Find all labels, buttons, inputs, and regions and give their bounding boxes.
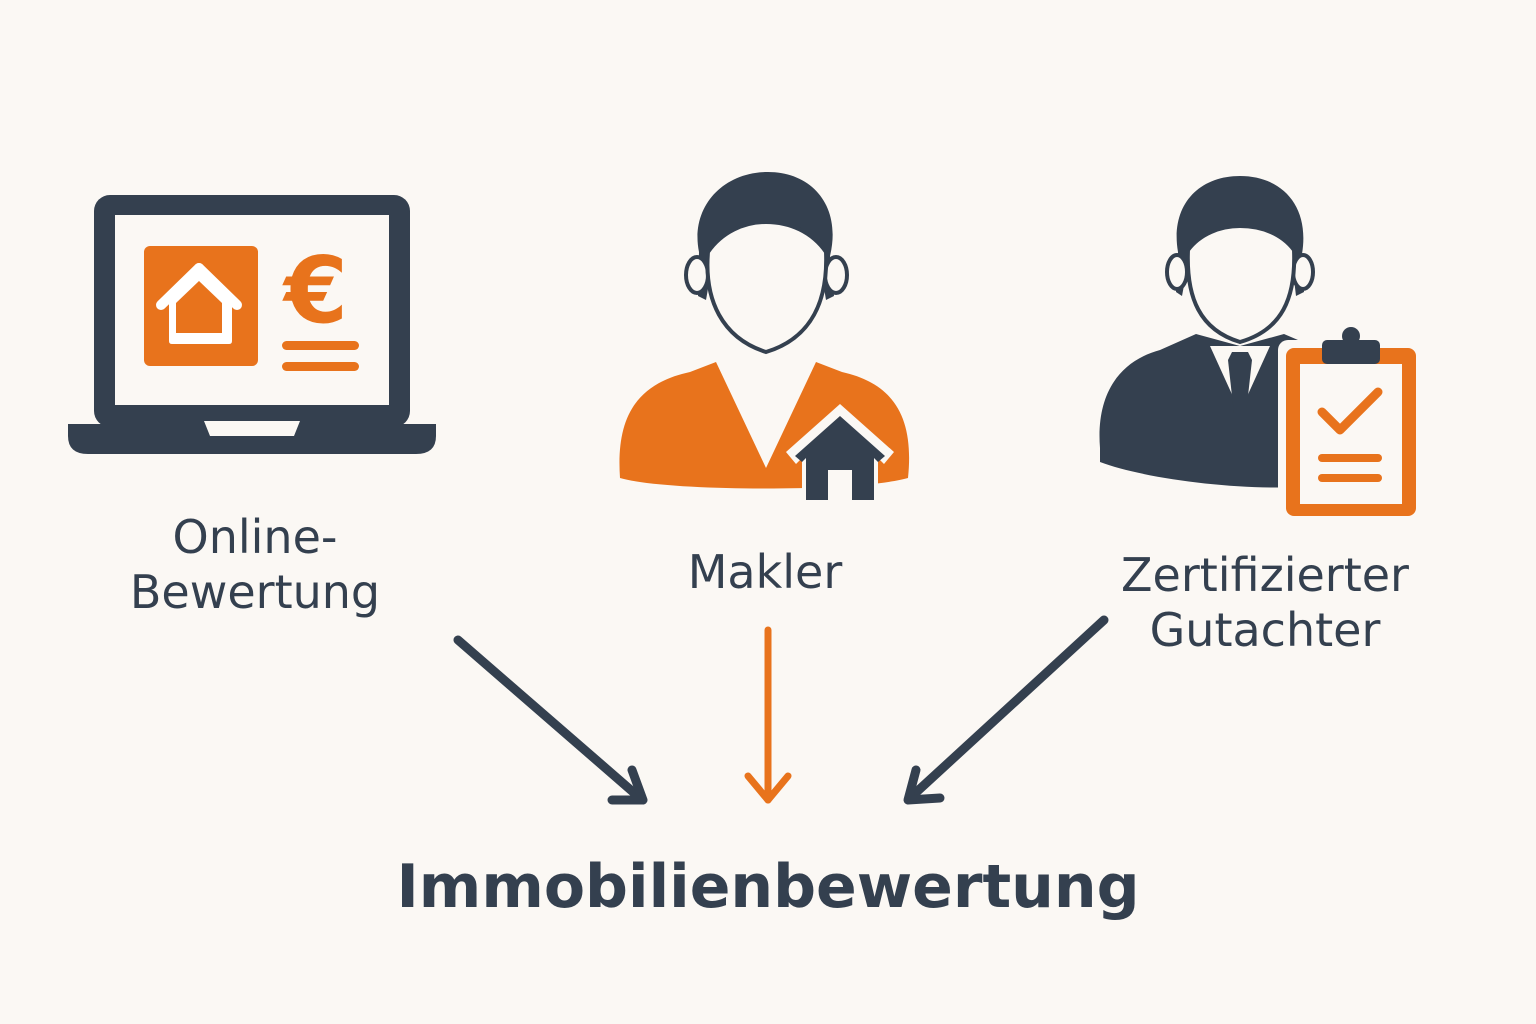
appraiser-person-icon xyxy=(1099,176,1424,524)
arrow-makler-to-target xyxy=(744,626,792,804)
house-badge-icon xyxy=(786,404,894,504)
label-online-line-2: Bewertung xyxy=(129,565,381,619)
clipboard-check-icon xyxy=(1278,327,1424,524)
laptop-icon: € xyxy=(68,195,436,454)
target-label: Immobilienbewertung xyxy=(396,852,1140,922)
label-gutachter-line-1: Zertifizierter xyxy=(1121,548,1409,602)
label-online-bewertung: Online- Bewertung xyxy=(80,510,430,620)
label-gutachter-line-2: Gutachter xyxy=(1149,603,1381,657)
label-zertifizierter-gutachter: Zertifizierter Gutachter xyxy=(1085,548,1445,658)
screen-line-1 xyxy=(282,341,359,350)
realtor-person-icon xyxy=(619,172,910,504)
screen-line-2 xyxy=(282,362,359,371)
label-makler: Makler xyxy=(615,545,915,600)
label-makler-line-1: Makler xyxy=(687,545,843,599)
house-tile-icon xyxy=(144,246,258,366)
label-online-line-1: Online- xyxy=(172,510,338,564)
arrow-gutachter-to-target xyxy=(903,615,1109,805)
arrow-online-to-target xyxy=(453,635,648,805)
euro-icon: € xyxy=(282,237,348,344)
